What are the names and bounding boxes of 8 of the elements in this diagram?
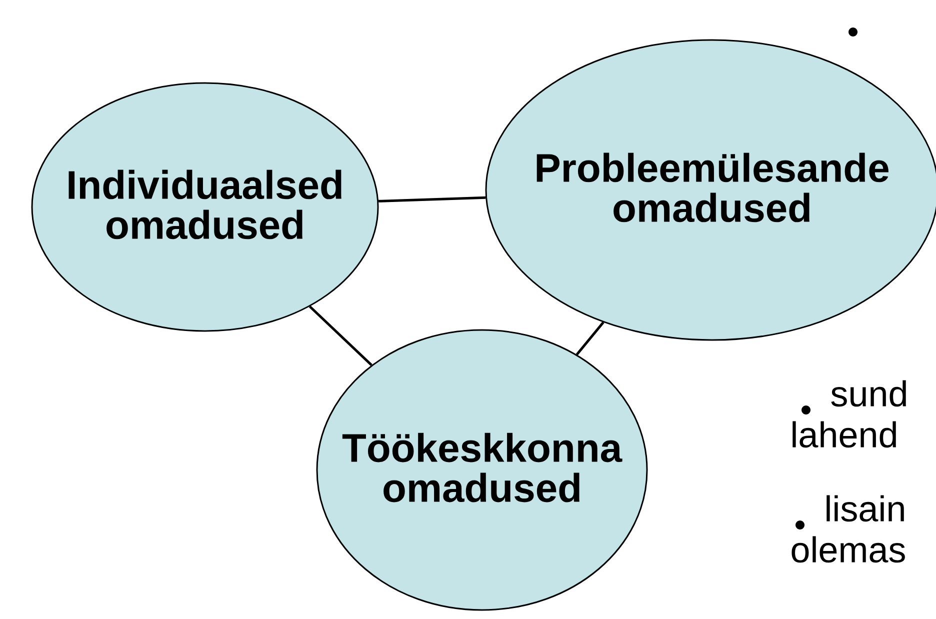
ellipse-node: Individuaalsed omadused bbox=[31, 82, 379, 332]
connector-line bbox=[308, 306, 372, 366]
bullet-item: lisain olemas bbox=[792, 495, 905, 563]
connector-line bbox=[576, 322, 604, 356]
bullet-item: sund lahend bbox=[792, 380, 906, 448]
connector-line bbox=[378, 196, 486, 202]
ellipse-node: Töökeskkonna omadused bbox=[316, 329, 648, 611]
ellipse-node: Probleemülesande omadused bbox=[485, 39, 936, 341]
